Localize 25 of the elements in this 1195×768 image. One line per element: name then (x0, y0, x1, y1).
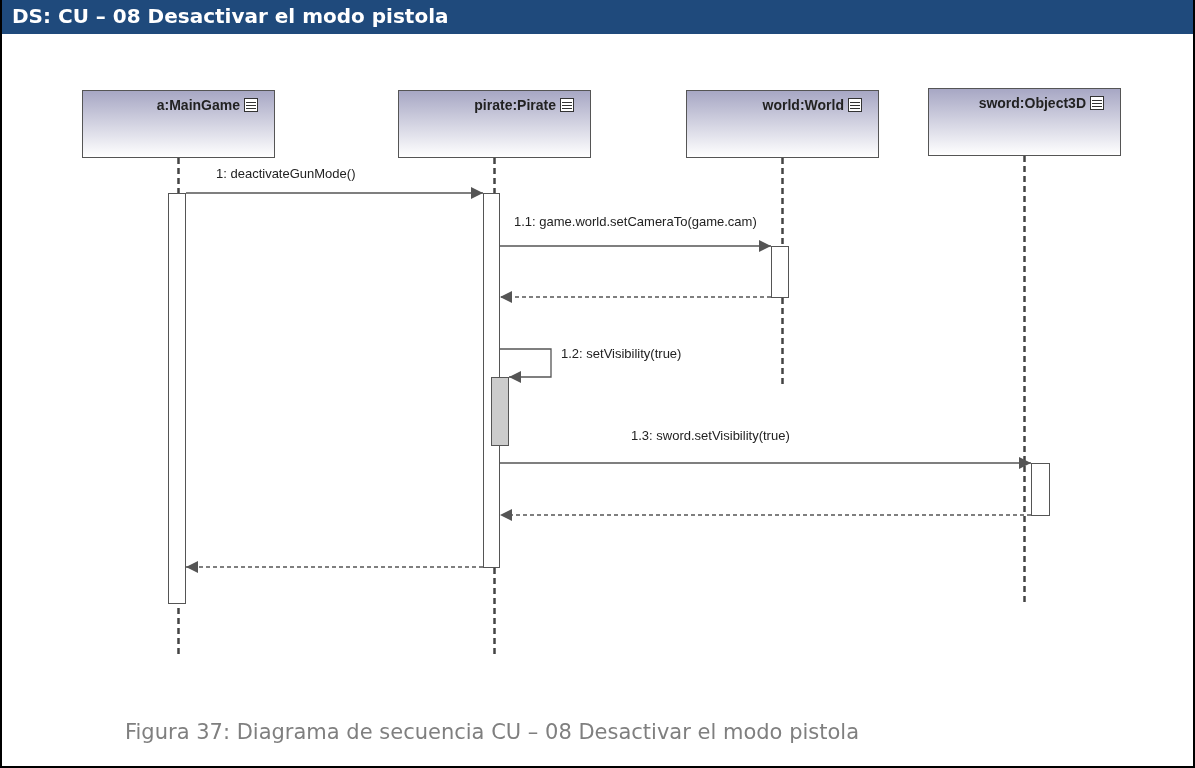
lifeline-head (398, 90, 591, 158)
message-label: 1: deactivateGunMode() (215, 166, 357, 182)
figure-caption: Figura 37: Diagrama de secuencia CU – 08 Desactivar el modo pistola (123, 720, 861, 744)
lifeline-head (686, 90, 879, 158)
activation-bar (168, 193, 186, 604)
message-label: 1.1: game.world.setCameraTo(game.cam) (513, 214, 758, 230)
lifeline-head (928, 88, 1121, 156)
message-arrow (499, 348, 552, 383)
activation-bar (491, 377, 509, 446)
object-name: world:World (762, 97, 844, 113)
activation-bar (1031, 463, 1050, 516)
title-bar: DS: CU – 08 Desactivar el modo pistola (2, 0, 1193, 34)
object-name: a:MainGame (156, 97, 240, 113)
lifeline-head (82, 90, 275, 158)
message-arrow (499, 457, 1032, 469)
message-arrow (185, 187, 484, 199)
activation-bar (771, 246, 789, 298)
message-label: 1.3: sword.setVisibility(true) (630, 428, 791, 444)
object-name: sword:Object3D (978, 95, 1086, 111)
return-arrow (185, 561, 484, 573)
message-label: 1.2: setVisibility(true) (560, 346, 683, 362)
return-arrow (499, 509, 1032, 521)
message-arrow (499, 240, 772, 252)
return-arrow (499, 291, 772, 303)
object-name: pirate:Pirate (474, 97, 556, 113)
